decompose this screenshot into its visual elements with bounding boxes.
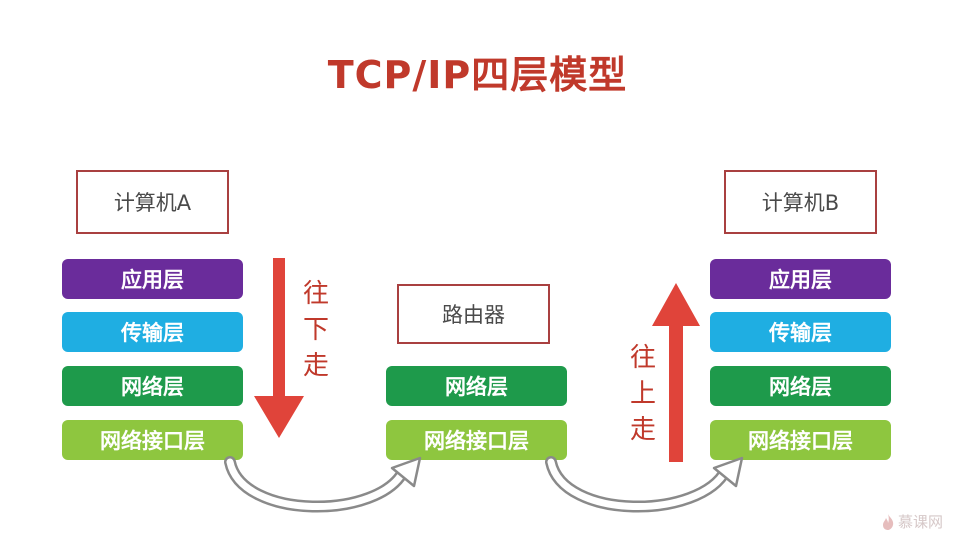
connector-a-to-router	[224, 456, 422, 513]
router-label-text: 路由器	[442, 303, 505, 327]
down-text-char: 走	[302, 351, 329, 381]
up-text-char: 上	[629, 379, 656, 409]
down-arrow-text: 往 下 走	[296, 276, 336, 384]
down-text-char: 下	[302, 315, 329, 345]
flame-icon	[882, 513, 894, 530]
computer-b-label: 计算机B	[724, 170, 877, 234]
up-text-char: 走	[629, 415, 656, 445]
computer-a-label: 计算机A	[76, 170, 229, 234]
computer-b-transport-layer: 传输层	[710, 312, 891, 352]
computer-b-link-layer: 网络接口层	[710, 420, 891, 460]
down-arrow	[254, 258, 304, 438]
computer-b-label-text: 计算机B	[761, 191, 840, 215]
computer-a-network-layer: 网络层	[62, 366, 243, 406]
up-text-char: 往	[629, 343, 656, 373]
watermark: 慕课网	[881, 511, 943, 532]
computer-a-transport-layer: 传输层	[62, 312, 243, 352]
computer-a-application-layer: 应用层	[62, 259, 243, 299]
connector-router-to-b	[545, 456, 744, 513]
computer-b-network-layer: 网络层	[710, 366, 891, 406]
router-network-layer: 网络层	[386, 366, 567, 406]
down-text-char: 往	[302, 279, 329, 309]
router-label: 路由器	[397, 284, 550, 344]
up-arrow-text: 往 上 走	[623, 340, 663, 448]
computer-a-label-text: 计算机A	[113, 191, 192, 215]
computer-a-link-layer: 网络接口层	[62, 420, 243, 460]
router-link-layer: 网络接口层	[386, 420, 567, 460]
page-title: TCP/IP四层模型	[327, 53, 628, 97]
watermark-text: 慕课网	[897, 513, 943, 531]
computer-b-application-layer: 应用层	[710, 259, 891, 299]
up-arrow	[652, 283, 700, 462]
